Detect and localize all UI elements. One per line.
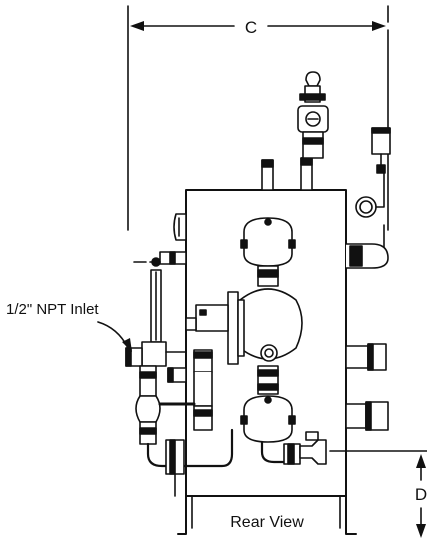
- top-stub-left-band: [261, 159, 274, 168]
- feed-bottom-tee-band: [169, 439, 176, 475]
- tapping-low-band: [365, 401, 372, 431]
- valve-handle: [305, 71, 321, 87]
- dim-c-label: C: [245, 18, 257, 37]
- switch-stem-nut: [376, 164, 386, 174]
- right-elbow-band: [349, 245, 363, 267]
- feed-lower-band: [193, 409, 213, 417]
- lower-housing: [243, 395, 293, 443]
- feed-bottom-loop: [146, 428, 234, 468]
- center-plug-inner: [264, 348, 274, 358]
- drain-valve-handle: [305, 431, 319, 441]
- drain-elbow: [260, 440, 300, 464]
- valve-riser-band: [302, 137, 324, 145]
- dim-c-arrow-left: [130, 21, 144, 31]
- left-lower-pipe-band: [139, 427, 157, 435]
- side-flange: [227, 291, 239, 365]
- valve-nut: [299, 93, 326, 101]
- drain-union-band: [287, 443, 295, 465]
- top-stubs: [261, 157, 313, 191]
- inlet-label: 1/2" NPT Inlet: [6, 301, 99, 318]
- upper-housing-lug-left: [240, 239, 248, 249]
- center-plug: [260, 344, 278, 362]
- inlet-fitting-band: [125, 347, 132, 367]
- upper-nipple-band: [257, 269, 279, 278]
- lower-nipple-band-a: [257, 369, 279, 377]
- drain-valve: [299, 439, 327, 465]
- tapping-mid-band: [367, 343, 374, 371]
- feed-piping: [146, 349, 234, 497]
- inlet-arrow-head: [122, 338, 132, 352]
- side-stem-plug: [185, 317, 197, 331]
- safety-valve: [297, 71, 329, 159]
- right-tappings: [345, 343, 389, 431]
- left-drop-pipe-band: [139, 371, 157, 379]
- upper-housing-lug-right: [288, 239, 296, 249]
- pigtail-coil-inner: [359, 200, 373, 214]
- feed-valve-body: [193, 371, 213, 407]
- lower-gauge-cock: [141, 341, 167, 367]
- inlet-leader: [97, 321, 129, 349]
- view-label: Rear View: [230, 514, 304, 531]
- pressure-switch: [345, 127, 391, 269]
- top-left-fitting: [173, 213, 187, 241]
- dim-d-arrow-down: [416, 524, 426, 538]
- top-stub-right-band: [300, 157, 313, 166]
- pigtail-tube: [375, 172, 385, 208]
- upper-gauge-cock-band: [169, 251, 176, 265]
- tapping-low: [345, 403, 367, 429]
- pigtail-coil-outer: [355, 196, 377, 218]
- lower-nipple-band-b: [257, 383, 279, 391]
- upper-housing-bolt: [264, 218, 272, 226]
- dim-d-arrow-up: [416, 454, 426, 468]
- dimension-d: D: [329, 450, 427, 538]
- side-flange-gasket: [237, 299, 245, 357]
- left-check-valve: [135, 395, 161, 423]
- side-stem: [195, 304, 229, 332]
- center-column: [185, 217, 327, 465]
- dimension-c: C: [127, 5, 389, 231]
- inlet-callout: 1/2" NPT Inlet: [6, 301, 132, 352]
- upper-housing: [243, 217, 293, 267]
- lower-housing-bolt: [264, 396, 272, 404]
- switch-box-cap: [371, 127, 391, 134]
- lower-housing-lug-left: [240, 415, 248, 425]
- tapping-mid: [345, 345, 369, 369]
- lower-cock-union-band: [167, 367, 174, 383]
- side-stem-mark: [199, 309, 207, 316]
- upper-handle-knob: [151, 257, 161, 267]
- valve-riser: [302, 131, 324, 159]
- dim-c-arrow-right: [372, 21, 386, 31]
- left-drop-pipe: [139, 365, 157, 397]
- dim-d-label: D: [415, 485, 427, 504]
- gauge-glass-assembly: [125, 213, 187, 445]
- feed-upper-band: [193, 351, 213, 359]
- left-leg: [177, 495, 187, 535]
- lower-housing-lug-right: [288, 415, 296, 425]
- right-leg: [345, 495, 357, 535]
